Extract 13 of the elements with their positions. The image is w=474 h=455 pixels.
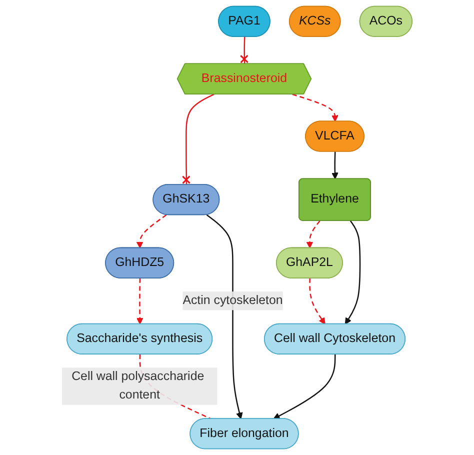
arrow [136, 278, 144, 324]
arrow [292, 94, 338, 122]
edge-label: Cell wall polysaccharide content [72, 370, 204, 402]
edge-label: Actin cytoskeleton [182, 294, 283, 308]
connector [240, 36, 249, 64]
arrow [273, 354, 336, 420]
arrow [206, 214, 243, 420]
connector [182, 94, 214, 185]
arrow [332, 152, 338, 180]
arrow [306, 220, 320, 248]
arrow [136, 214, 167, 248]
arrow [344, 220, 361, 324]
arrow [309, 278, 326, 324]
